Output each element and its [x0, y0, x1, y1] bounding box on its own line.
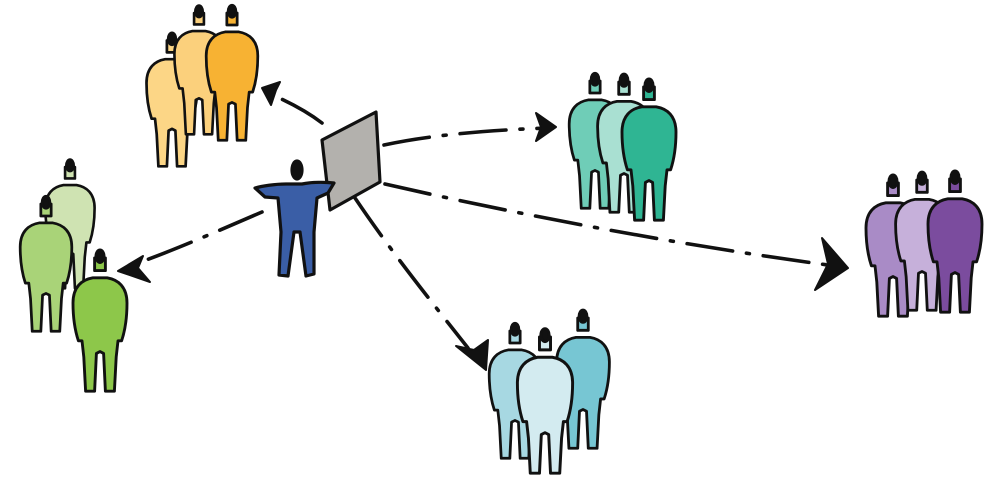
presentation-screen-icon — [320, 110, 382, 212]
people-group-yellow — [145, 3, 260, 168]
people-group-teal — [567, 71, 678, 222]
arrow-to-purple-group — [383, 182, 849, 291]
arrows — [117, 81, 849, 371]
arrow-to-blue-group — [353, 196, 489, 371]
people-group-green — [18, 158, 129, 393]
arrow-to-green-group — [117, 210, 264, 283]
people-group-blue — [487, 308, 611, 475]
presenter-person-icon — [253, 159, 336, 278]
arrow-to-yellow-group — [261, 81, 324, 125]
audience-groups — [18, 3, 984, 475]
arrow-to-teal-group — [382, 112, 557, 147]
people-group-purple — [864, 169, 984, 318]
